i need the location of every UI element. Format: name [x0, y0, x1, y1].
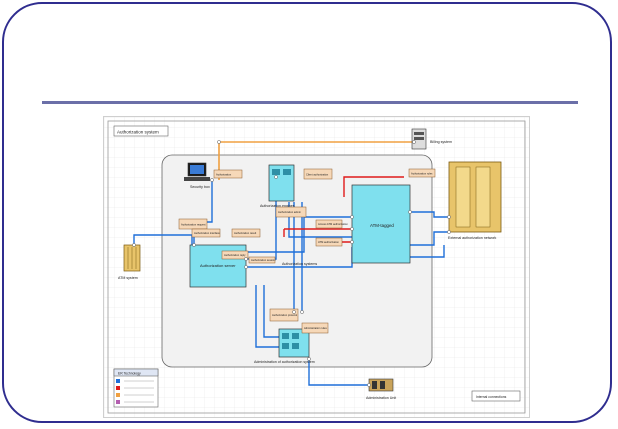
title-divider — [42, 101, 578, 104]
note-2 — [303, 168, 333, 180]
frame-title-box: Authorization system — [113, 125, 169, 137]
architecture-diagram: Authorization system Security box — [103, 116, 530, 418]
atm-system-label: ATM system — [118, 276, 138, 280]
note-7-text: Authorization admin — [278, 210, 301, 214]
external-network-node[interactable]: External authorization network — [448, 161, 502, 240]
note-5 — [231, 228, 261, 238]
admin-unit-node[interactable]: Administration Unit — [366, 378, 396, 400]
note-9-text: Access ATM authorization — [318, 222, 348, 226]
note-1-text: Authorization — [216, 173, 232, 177]
external-network-label: External authorization network — [448, 236, 497, 240]
alert-connections — [283, 176, 404, 243]
note-11-text: Authorization session — [251, 258, 276, 262]
note-10 — [315, 237, 343, 247]
note-13-text: Administration rules — [304, 326, 327, 330]
admin-system-label: Administration of authorization system — [254, 360, 315, 364]
note-12-text: Authorization protocol — [272, 313, 298, 317]
note-10-text: ATM authorization — [318, 240, 339, 244]
legend-swatch-blue — [116, 379, 120, 383]
admin-system-node[interactable]: Administration of authorization system — [254, 328, 315, 364]
note-9 — [315, 219, 343, 229]
auth-engines-label: Authorization engines — [260, 204, 295, 208]
auth-server-label: Authorization server — [200, 263, 236, 268]
note-6-text: Authorization reply — [224, 253, 246, 257]
legend-swatch-red — [116, 386, 120, 390]
note-11 — [248, 256, 276, 264]
connector-dots — [132, 140, 451, 387]
auth-engines-node[interactable]: Authorization engines — [260, 164, 295, 208]
frame-title: Authorization system — [117, 130, 159, 135]
legend-swatch-purple — [116, 400, 120, 404]
billing-system-node[interactable]: Billing system — [411, 128, 452, 150]
note-13 — [301, 322, 329, 334]
atm-tagged-label: ATM-tagged — [370, 223, 394, 228]
legend-title: ER Technology — [118, 372, 141, 376]
note-2-text: Client authorization — [306, 173, 329, 177]
billing-system-label: Billing system — [430, 140, 452, 144]
note-4-text: Authorization interface — [194, 231, 220, 235]
note-8-text: Authorization rules — [411, 172, 433, 176]
security-box-label: Security box — [190, 185, 210, 189]
legend-box: ER Technology — [113, 368, 159, 408]
note-7 — [275, 206, 307, 218]
atm-system-node[interactable]: ATM system — [118, 244, 141, 280]
admin-unit-label: Administration Unit — [366, 396, 396, 400]
atm-tagged-node[interactable]: ATM-tagged — [351, 184, 411, 264]
auth-systems-label: Authorization systems — [282, 262, 317, 266]
note-3-text: Authorization request — [181, 223, 206, 227]
note-5-text: Authorization result — [234, 231, 256, 235]
legend-swatch-orange — [116, 393, 120, 397]
footer-note: Internal connections — [476, 395, 507, 399]
note-4 — [191, 228, 221, 238]
note-6 — [221, 250, 249, 260]
note-8 — [408, 168, 436, 178]
security-box-node[interactable]: Security box — [184, 162, 210, 189]
footer-note-box: Internal connections — [471, 390, 521, 402]
note-1 — [213, 169, 243, 179]
note-12 — [269, 308, 299, 322]
